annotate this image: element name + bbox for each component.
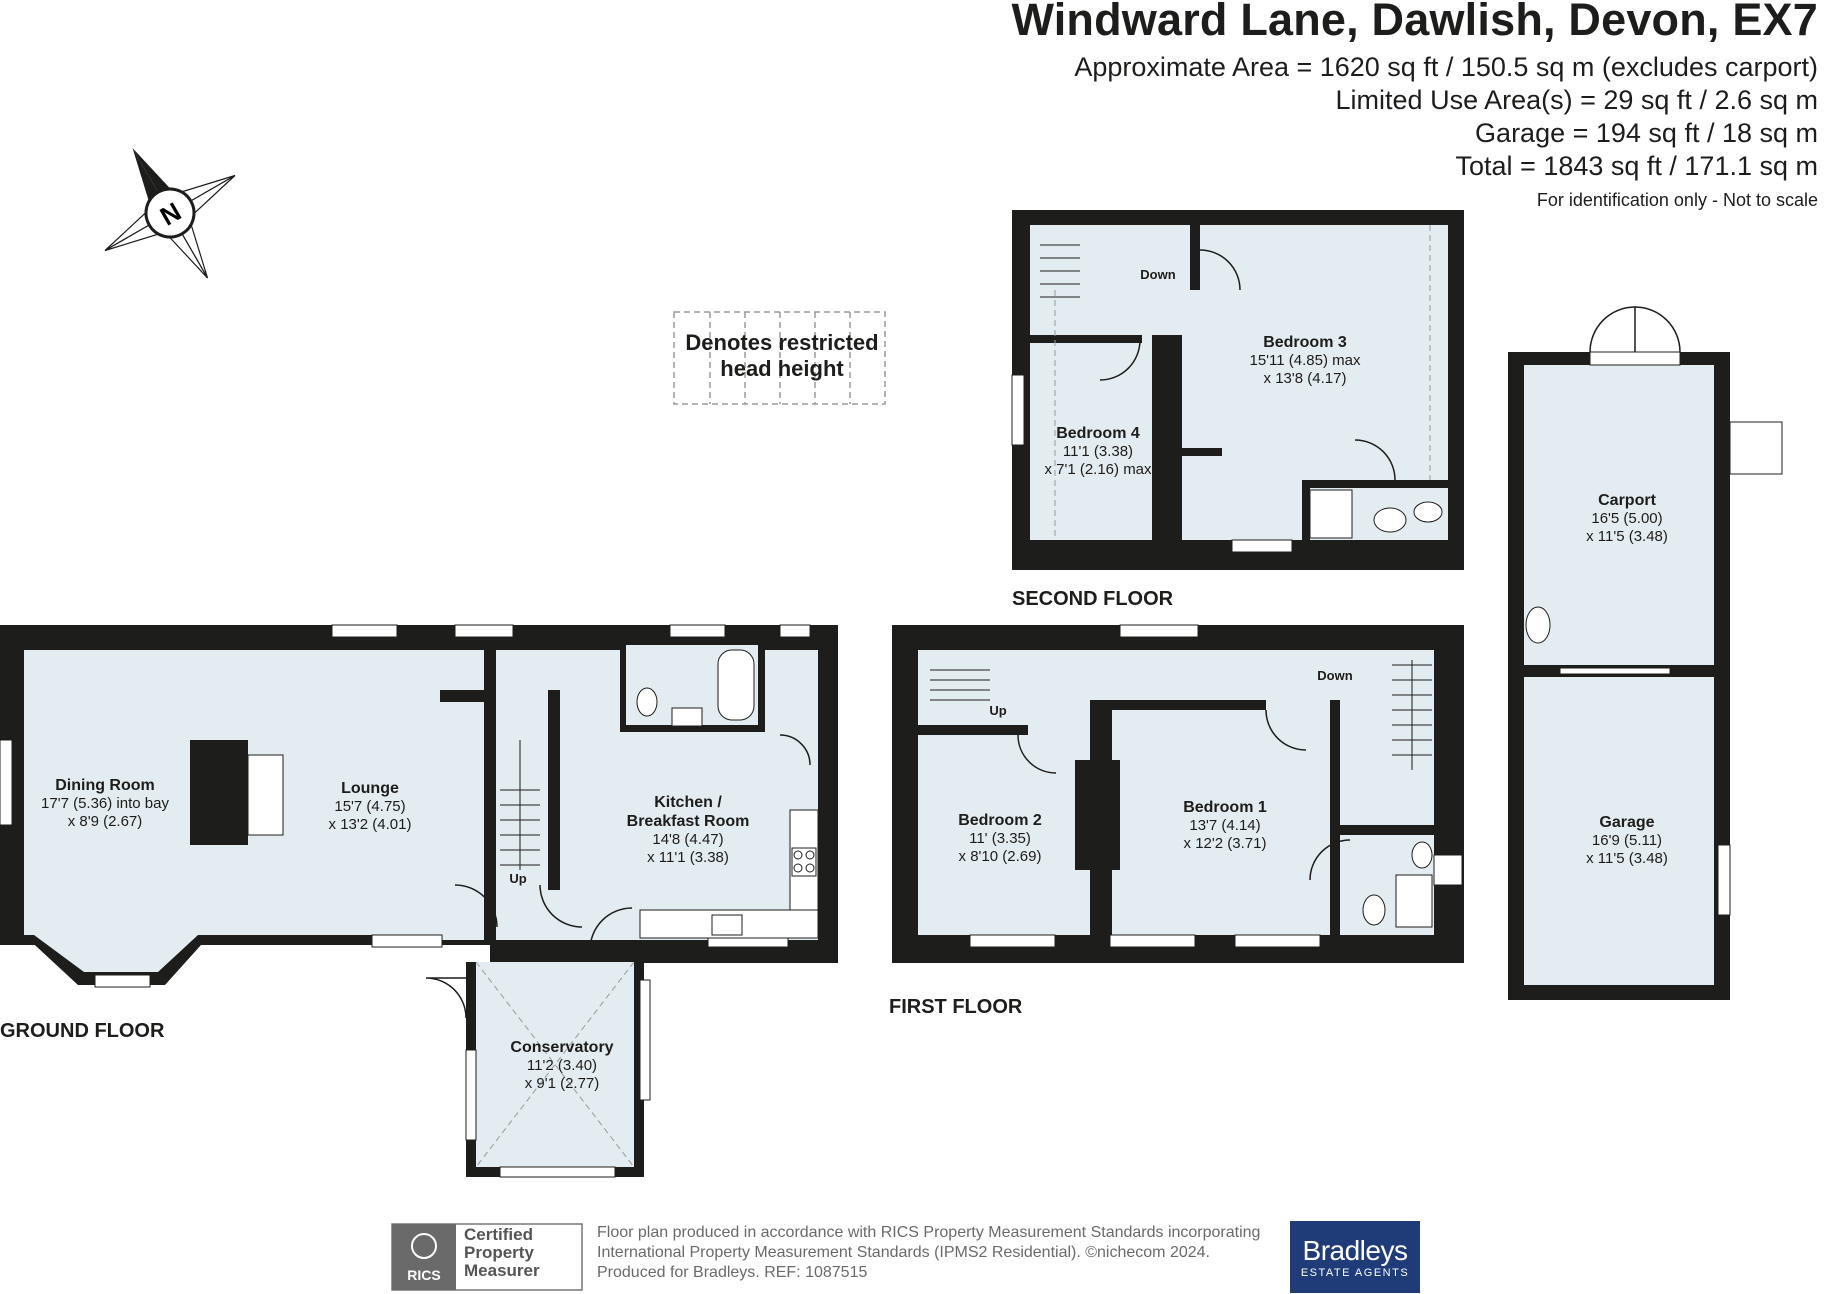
room-carport-dim2: x 11'5 (3.48) [1586,528,1668,545]
certified-measurer-text: Certified Property Measurer [464,1226,540,1280]
limited-use-area: Limited Use Area(s) = 29 sq ft / 2.6 sq … [1335,85,1818,115]
footer-disclaimer: Floor plan produced in accordance with R… [597,1223,1260,1283]
room-bedroom1-dim2: x 12'2 (3.71) [1184,835,1267,852]
footer-line-1: Floor plan produced in accordance with R… [597,1224,1261,1241]
first-floor-label: FIRST FLOOR [889,996,1023,1018]
brand-subtitle: ESTATE AGENTS [1300,1267,1410,1279]
compass-icon [104,148,236,279]
ground-stairs-up-label: Up [509,871,526,886]
room-bedroom1-dim1: 13'7 (4.14) [1189,817,1260,834]
first-stairs-down-label: Down [1317,668,1352,683]
rics-label: RICS [407,1267,440,1283]
legend-text: Denotes restricted head height [672,330,892,382]
room-bedroom3-name: Bedroom 3 [1263,334,1347,351]
room-bedroom4-dim2: x 7'1 (2.16) max [1044,461,1152,478]
room-kitchen-dim2: x 11'1 (3.38) [647,849,729,866]
approximate-area: Approximate Area = 1620 sq ft / 150.5 sq… [1074,52,1818,82]
ground-floor [0,624,838,1178]
footer-line-3: Produced for Bradleys. REF: 1087515 [597,1264,868,1281]
brand-name: Bradleys [1302,1235,1408,1266]
footer-line-2: International Property Measurement Stand… [597,1244,1210,1261]
room-kitchen-name2: Breakfast Room [627,813,750,830]
bradleys-logo: Bradleys ESTATE AGENTS [1290,1221,1420,1293]
total-area: Total = 1843 sq ft / 171.1 sq m [1455,151,1818,181]
page-title: Windward Lane, Dawlish, Devon, EX7 [1011,0,1818,45]
room-garage-name: Garage [1599,814,1654,831]
first-stairs-up-label: Up [989,703,1006,718]
rics-logo [391,1223,583,1291]
room-lounge-dim2: x 13'2 (4.01) [329,816,412,833]
room-bedroom2-name: Bedroom 2 [958,812,1042,829]
room-conservatory-name: Conservatory [510,1039,613,1056]
identification-note: For identification only - Not to scale [1536,190,1818,210]
room-conservatory-dim1: 11'2 (3.40) [527,1057,597,1074]
room-bedroom3-dim1: 15'11 (4.85) max [1250,352,1361,369]
cert-line-3: Measurer [464,1261,540,1280]
room-garage-dim2: x 11'5 (3.48) [1586,850,1668,867]
ground-floor-label: GROUND FLOOR [0,1020,165,1042]
room-bedroom4-dim1: 11'1 (3.38) [1063,443,1133,460]
cert-line-2: Property [464,1243,534,1262]
legend-line-2: head height [720,356,844,381]
room-kitchen-name: Kitchen / [654,794,722,811]
legend-line-1: Denotes restricted [685,330,879,355]
room-bedroom2-dim1: 11' (3.35) [969,830,1031,847]
second-stairs-down-label: Down [1140,267,1175,282]
room-bedroom4-name: Bedroom 4 [1056,425,1140,442]
room-lounge-name: Lounge [341,780,399,797]
second-floor [1011,210,1464,570]
room-lounge-dim1: 15'7 (4.75) [334,798,405,815]
room-dining-dim2: x 8'9 (2.67) [68,813,143,830]
room-bedroom2-dim2: x 8'10 (2.69) [959,848,1042,865]
room-dining-name: Dining Room [55,777,155,794]
first-floor [892,624,1464,963]
room-bedroom1-name: Bedroom 1 [1183,799,1267,816]
cert-line-1: Certified [464,1225,533,1244]
room-dining-dim1: 17'7 (5.36) into bay [41,795,169,812]
room-carport-dim1: 16'5 (5.00) [1591,510,1662,527]
second-floor-label: SECOND FLOOR [1012,588,1174,610]
carport-garage [1508,306,1783,1000]
room-kitchen-dim1: 14'8 (4.47) [652,831,723,848]
room-bedroom3-dim2: x 13'8 (4.17) [1264,370,1347,387]
restricted-height-legend [673,311,886,405]
room-garage-dim1: 16'9 (5.11) [1592,832,1662,849]
garage-area: Garage = 194 sq ft / 18 sq m [1475,118,1818,148]
room-conservatory-dim2: x 9'1 (2.77) [525,1075,600,1092]
room-carport-name: Carport [1598,492,1656,509]
